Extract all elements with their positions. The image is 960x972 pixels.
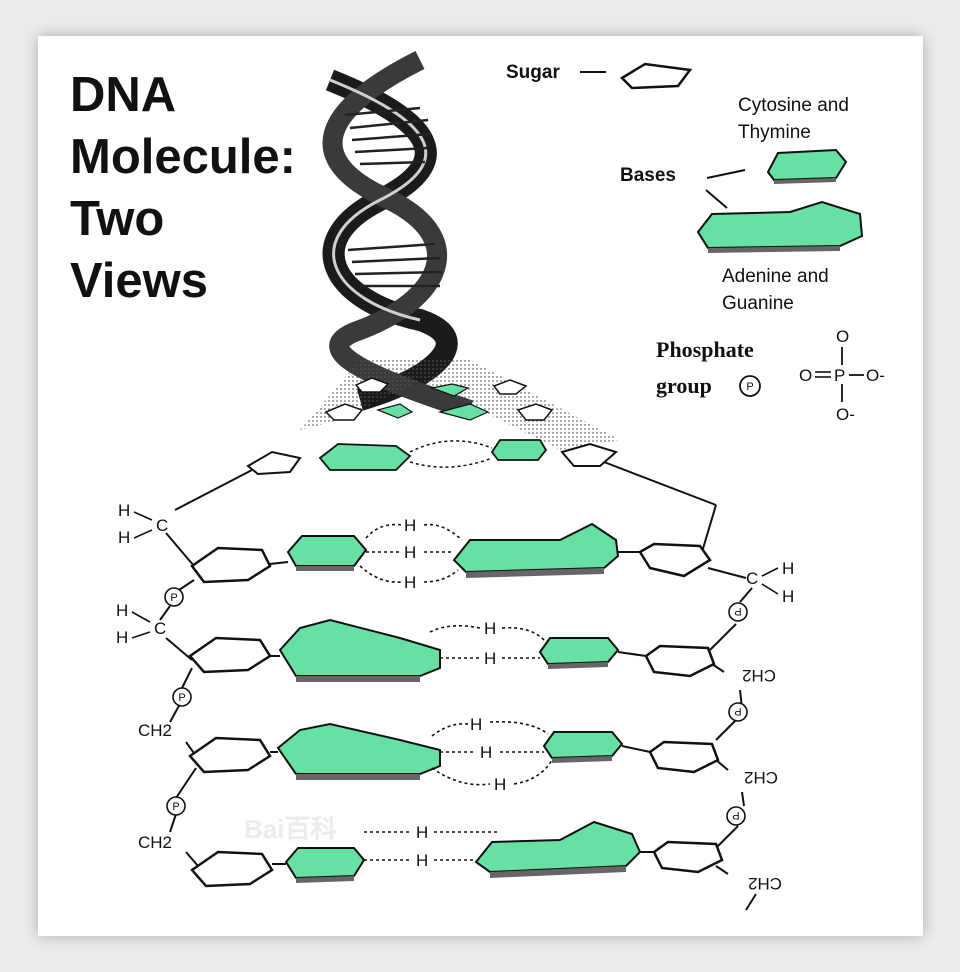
svg-text:H: H (116, 601, 128, 620)
right-phosphate-1: P (728, 602, 748, 622)
svg-text:H: H (484, 619, 496, 638)
legend-bases-label: Bases (620, 165, 676, 186)
svg-text:C: C (154, 619, 166, 638)
svg-text:CH2: CH2 (744, 768, 778, 787)
svg-text:H: H (404, 573, 416, 592)
svg-text:H: H (480, 743, 492, 762)
title-line-4: Views (70, 254, 209, 308)
svg-text:H: H (494, 775, 506, 794)
legend-sugar-label: Sugar (506, 62, 560, 83)
svg-text:CH2: CH2 (138, 833, 172, 852)
svg-text:O-: O- (866, 366, 885, 385)
svg-text:P: P (170, 592, 177, 604)
legend-adenine-label-2: Guanine (722, 293, 794, 314)
legend-cytosine-label-2: Thymine (738, 122, 811, 143)
svg-text:C: C (156, 516, 168, 535)
svg-text:P: P (732, 809, 739, 821)
legend-phosphate-label-1: Phosphate (656, 337, 754, 362)
perspective-rung-2 (324, 403, 554, 421)
svg-text:H: H (404, 516, 416, 535)
legend-adenine-label-1: Adenine and (722, 266, 829, 287)
diagram-card (38, 36, 923, 936)
left-ch2-group-2: H H C (116, 601, 166, 647)
right-ch2-label-1: CH2 (742, 666, 776, 685)
title-line-2: Molecule: (70, 130, 296, 184)
left-phosphate-1: P (164, 587, 184, 607)
svg-text:H: H (404, 543, 416, 562)
right-ch2-label-2: CH2 (744, 768, 778, 787)
svg-text:P: P (746, 381, 753, 393)
svg-text:O-: O- (836, 405, 855, 424)
title-line-1: DNA (70, 68, 177, 122)
left-phosphate-2: P (172, 687, 192, 707)
svg-text:H: H (118, 501, 130, 520)
title-line-3: Two (70, 192, 165, 246)
svg-text:P: P (734, 605, 741, 617)
right-ch2-label-3: CH2 (748, 874, 782, 893)
base-pair-4 (190, 820, 724, 888)
watermark-logo: Bai百科 (244, 814, 336, 844)
perspective-rung-3 (246, 439, 619, 476)
diagram-title: DNA Molecule: Two Views (70, 64, 296, 312)
legend-bases-lines (705, 169, 746, 209)
left-ch2-label-1: CH2 (138, 721, 172, 740)
left-phosphate-3: P (166, 796, 186, 816)
svg-text:CH2: CH2 (748, 874, 782, 893)
right-phosphate-2: P (728, 702, 748, 722)
svg-text:P: P (178, 692, 185, 704)
svg-text:CH2: CH2 (138, 721, 172, 740)
perspective-rung-1 (354, 377, 528, 397)
legend-cytosine-base-icon (766, 148, 848, 184)
svg-text:O: O (836, 327, 849, 346)
backbone-right (603, 461, 757, 911)
right-phosphate-3: P (726, 806, 746, 826)
svg-text:H: H (484, 649, 496, 668)
legend-cytosine-label-1: Cytosine and (738, 95, 849, 116)
legend-phosphate-label-2: group (656, 373, 712, 398)
svg-text:H: H (416, 851, 428, 870)
base-pair-2 (188, 618, 716, 682)
right-ch2-group-1: C H H (746, 559, 794, 606)
svg-text:P: P (834, 366, 845, 385)
left-ch2-label-2: CH2 (138, 833, 172, 852)
svg-text:H: H (416, 823, 428, 842)
legend-adenine-base-icon (696, 200, 864, 253)
svg-text:H: H (116, 628, 128, 647)
legend-sugar-icon (619, 62, 693, 90)
svg-text:H: H (782, 587, 794, 606)
svg-text:H: H (782, 559, 794, 578)
svg-text:Bai百科: Bai百科 (244, 814, 336, 844)
legend-phosphate-circle: P (739, 375, 761, 397)
svg-text:H: H (470, 715, 482, 734)
base-pair-3 (188, 722, 720, 780)
hydrogen-atoms: H H H H H H H H H H (404, 516, 506, 870)
base-pair-1 (190, 522, 712, 584)
left-ch2-group-1: H H C (118, 501, 168, 547)
svg-text:P: P (734, 705, 741, 717)
svg-text:P: P (172, 801, 179, 813)
phosphate-structure: O O P O- O- (799, 327, 885, 424)
hydrogen-bonds (359, 523, 553, 861)
svg-text:C: C (746, 569, 758, 588)
svg-text:CH2: CH2 (742, 666, 776, 685)
svg-text:O: O (799, 366, 812, 385)
svg-text:H: H (118, 528, 130, 547)
